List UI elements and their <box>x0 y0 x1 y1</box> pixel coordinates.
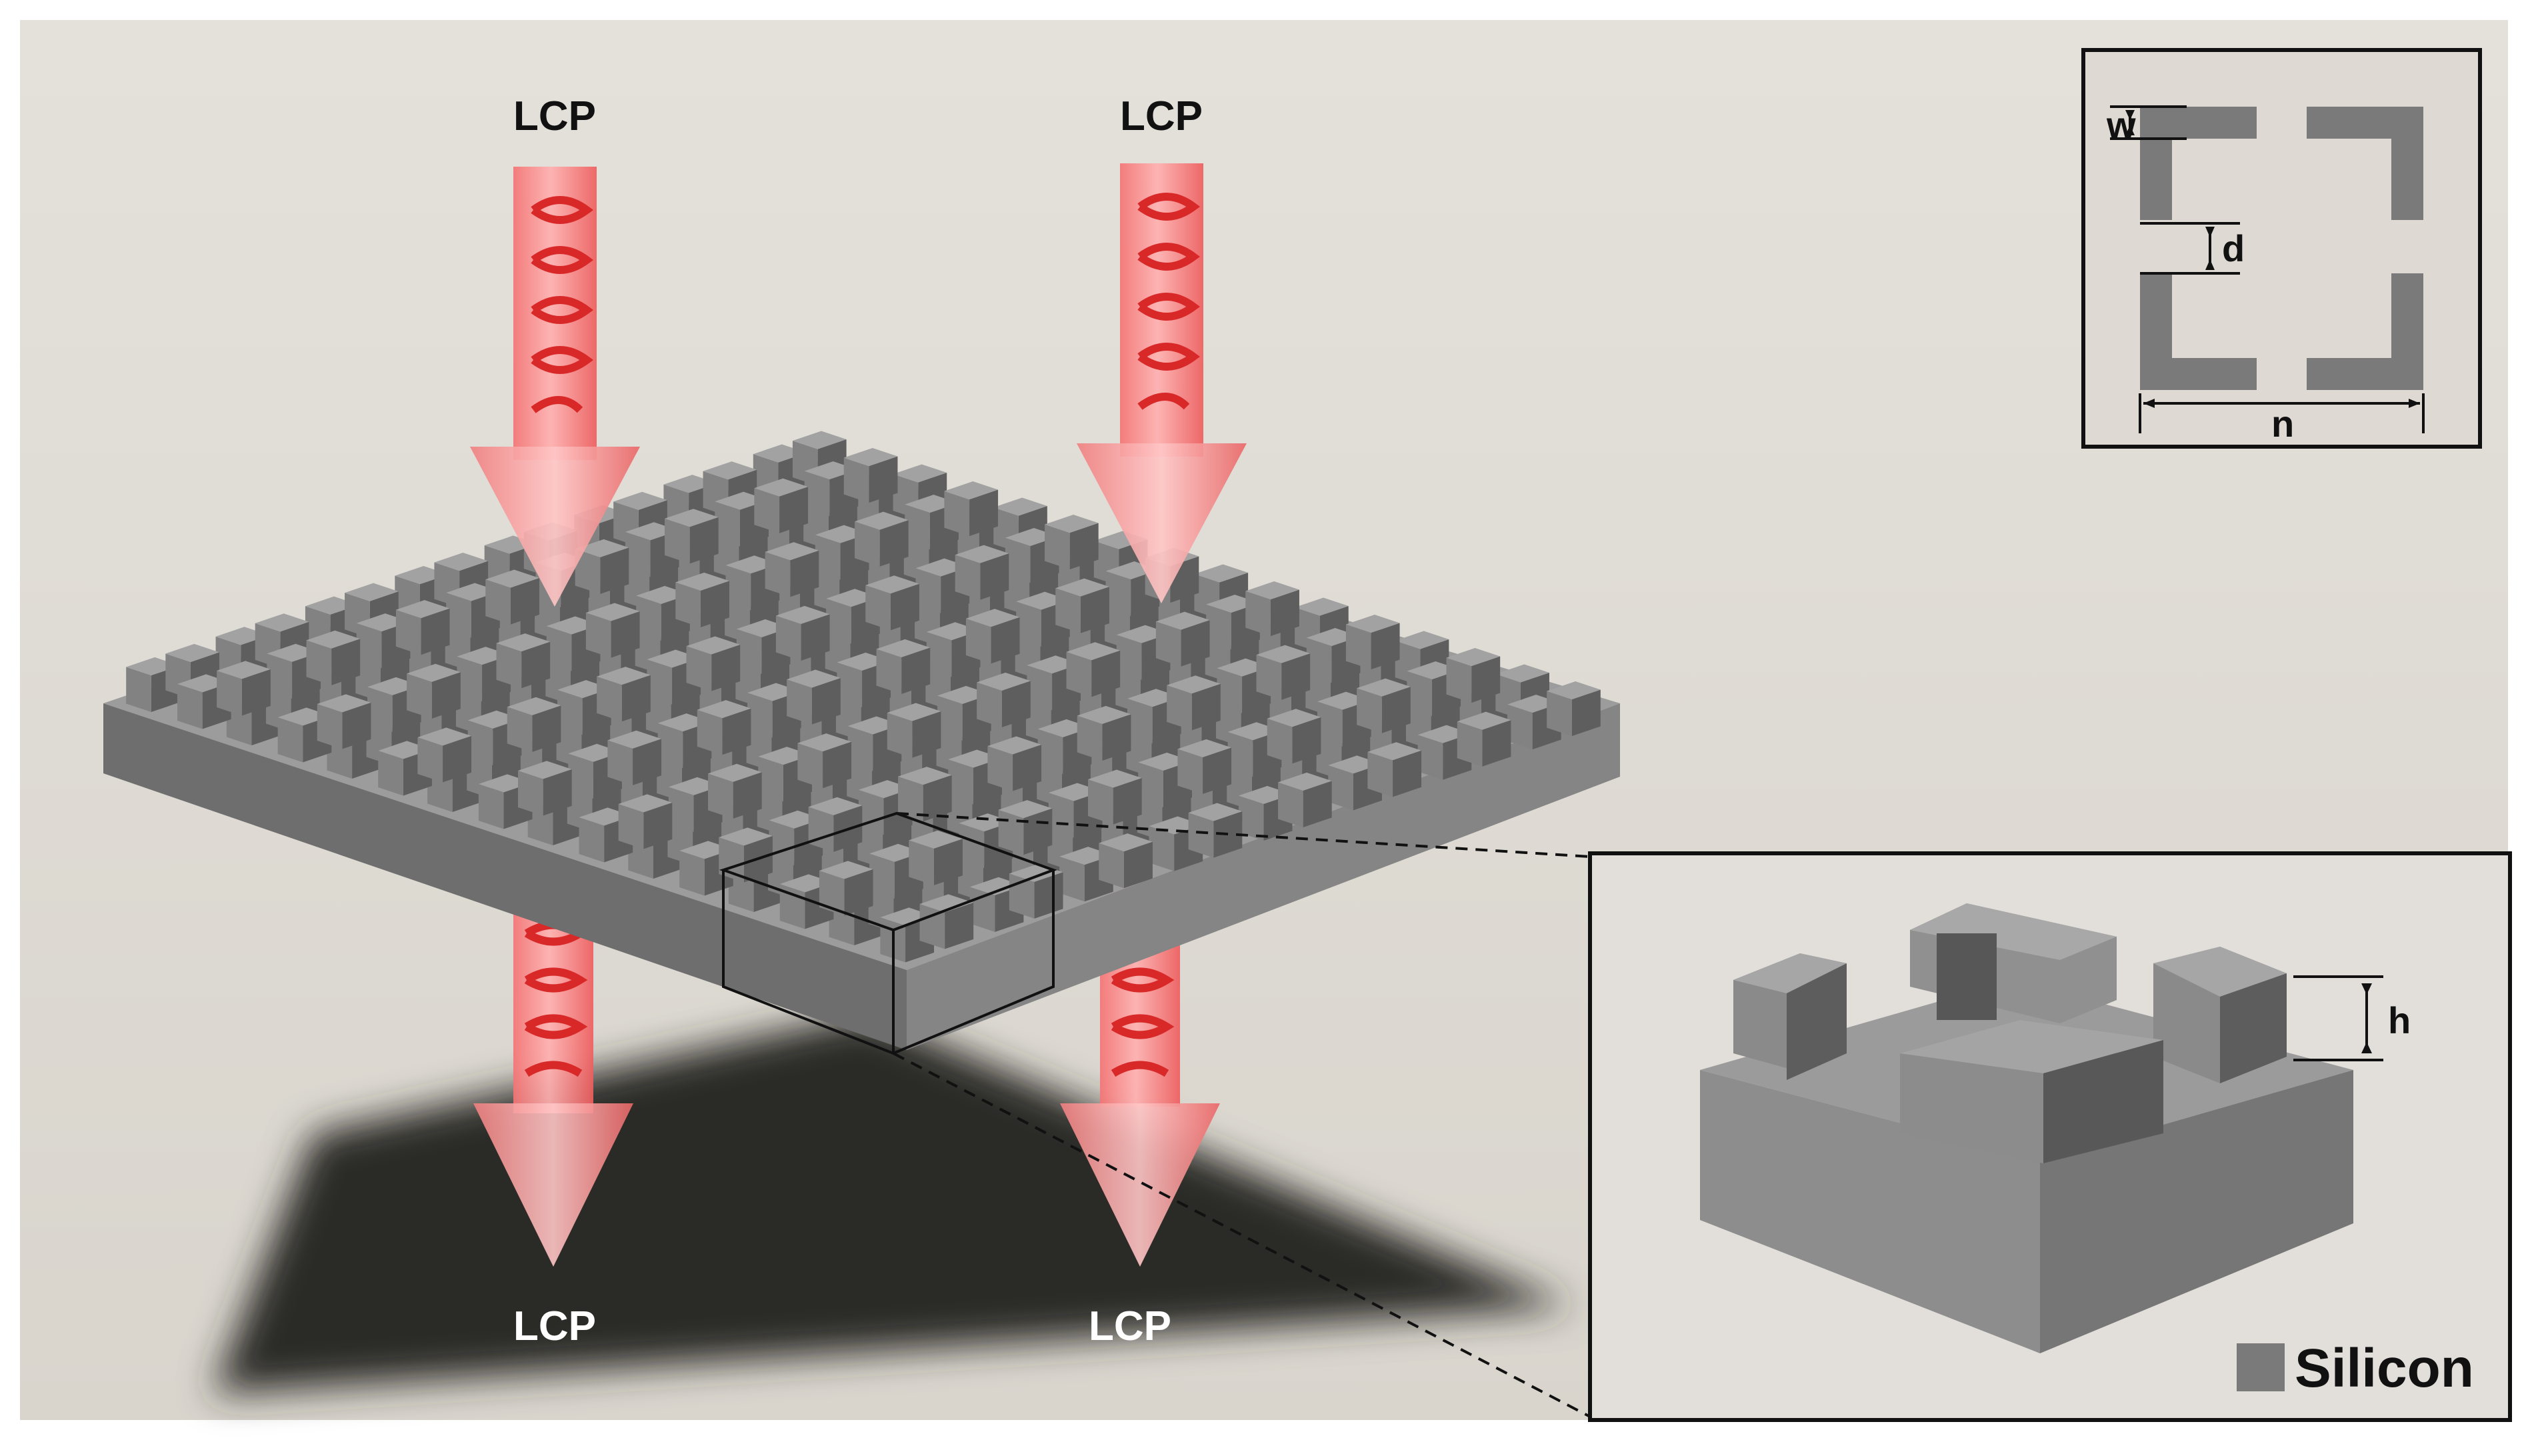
inset-top-view: w d n <box>2081 48 2482 449</box>
meta-atom <box>305 583 450 669</box>
label-lcp-in-right: LCP <box>1120 93 1203 139</box>
meta-atom <box>753 431 898 517</box>
meta-atom <box>527 777 673 863</box>
dim-h-label: h <box>2388 999 2411 1041</box>
dim-n-label: n <box>2271 403 2294 445</box>
zoom-guide-lines <box>893 812 1591 1418</box>
label-lcp-in-left: LCP <box>513 93 596 139</box>
meta-atom <box>1054 531 1199 617</box>
dim-d-label: d <box>2222 227 2245 269</box>
label-lcp-out-right: LCP <box>1089 1303 1171 1349</box>
meta-atom <box>663 461 809 547</box>
legend-label-silicon: Silicon <box>2295 1338 2474 1399</box>
legend-swatch-silicon <box>2237 1343 2285 1391</box>
meta-atom <box>897 719 1042 805</box>
split-ring-top-view <box>2140 107 2423 390</box>
dim-w-label: w <box>2106 104 2136 146</box>
inset-unit-cell: h Silicon <box>1588 851 2512 1422</box>
meta-atom <box>126 643 271 729</box>
meta-atom <box>696 652 841 738</box>
input-beam-right <box>1077 163 1247 603</box>
input-beam-left <box>470 167 640 607</box>
meta-atom <box>327 710 472 796</box>
label-lcp-out-left: LCP <box>513 1303 596 1349</box>
